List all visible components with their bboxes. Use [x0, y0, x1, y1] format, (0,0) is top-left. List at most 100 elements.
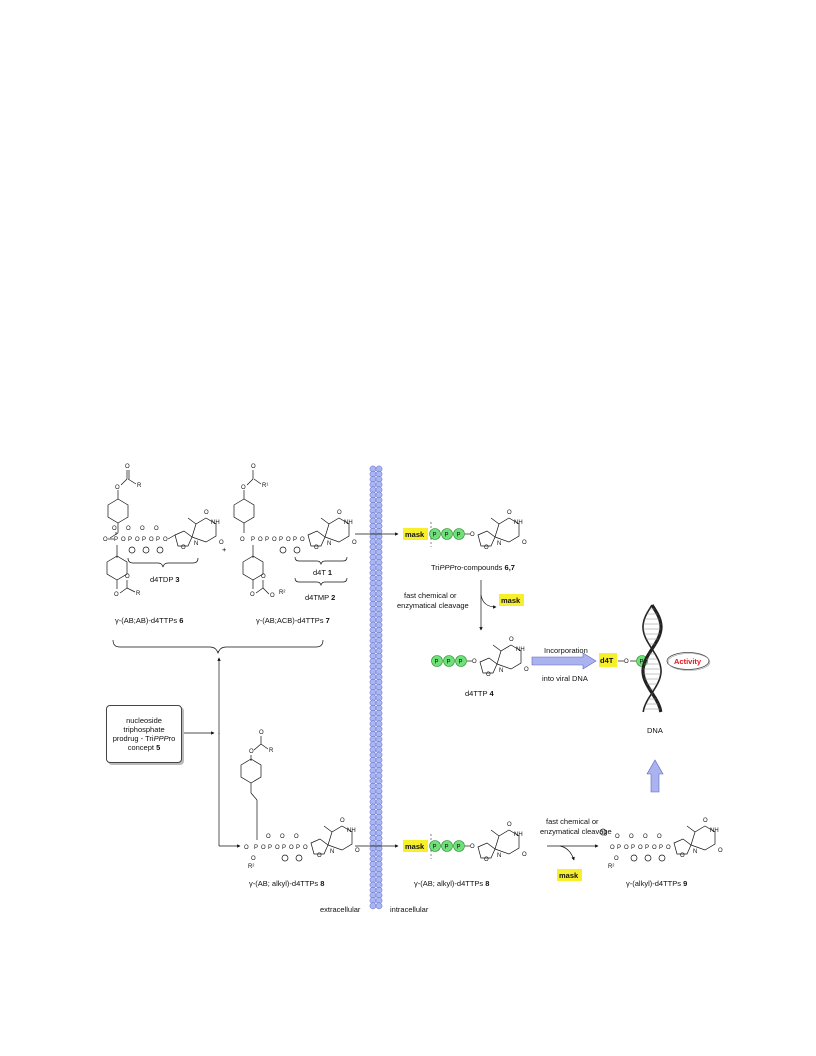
- arrow-mask-release-top: [480, 594, 497, 609]
- svg-text:P: P: [447, 660, 451, 666]
- svg-text:O: O: [522, 852, 527, 858]
- svg-text:P: P: [279, 537, 283, 543]
- svg-text:O: O: [219, 540, 224, 546]
- svg-text:R¹: R¹: [262, 483, 268, 489]
- arrow-incorporation: [531, 652, 597, 670]
- concept-line2: triphosphate: [123, 725, 165, 734]
- triphosphate-prodrug-bottom: mask P P P O O N NH O O: [403, 822, 527, 863]
- structure-ab-ab: O O R O P O O P O O P O O P O O O O: [103, 464, 224, 598]
- svg-text:O: O: [251, 856, 256, 862]
- svg-text:O: O: [114, 592, 119, 598]
- svg-text:NH: NH: [710, 828, 719, 834]
- svg-text:P: P: [114, 537, 118, 543]
- svg-text:O: O: [121, 537, 126, 543]
- svg-text:NH: NH: [211, 520, 220, 526]
- svg-text:O: O: [657, 834, 662, 840]
- d4ttp-structure: P P P O O N NH O O: [431, 637, 529, 678]
- triphosphate-prodrug-top: mask P P P O O N NH O O: [403, 510, 527, 551]
- svg-text:R: R: [136, 591, 141, 597]
- svg-text:NH: NH: [516, 647, 525, 653]
- svg-text:O: O: [125, 574, 130, 580]
- svg-text:O: O: [507, 510, 512, 516]
- cleavage-bottom-line2: enzymatical cleavage: [540, 827, 612, 836]
- svg-text:O: O: [629, 834, 634, 840]
- phosphate-circle: [441, 840, 453, 852]
- structure-ab-acb: O O R¹ O P O P O P O P O O O O R² O N NH…: [233, 464, 357, 599]
- svg-text:P: P: [251, 537, 255, 543]
- label-ab-alkyl-right: γ-(AB; alkyl)-d4TTPs 8: [414, 879, 489, 888]
- svg-text:P: P: [631, 845, 635, 851]
- svg-text:d4T: d4T: [600, 656, 614, 665]
- svg-text:P: P: [435, 660, 439, 666]
- svg-text:O: O: [614, 856, 619, 862]
- cleavage-top-line1: fast chemical or: [404, 591, 457, 600]
- activity-badge: [666, 652, 710, 670]
- svg-text:NH: NH: [514, 832, 523, 838]
- svg-text:O: O: [112, 526, 117, 532]
- svg-text:P: P: [433, 845, 437, 851]
- svg-text:NH: NH: [344, 520, 353, 526]
- svg-text:O: O: [125, 464, 130, 470]
- concept-box: nucleoside triphosphate prodrug - TriPPP…: [106, 705, 182, 763]
- svg-text:O: O: [249, 749, 254, 755]
- svg-text:O: O: [261, 845, 266, 851]
- sugar-ring: [174, 530, 193, 547]
- mask-tag: [403, 840, 428, 852]
- concept-line3: prodrug - TriPPPro: [112, 734, 176, 743]
- svg-text:O: O: [280, 834, 285, 840]
- svg-text:O: O: [680, 853, 685, 859]
- label-d4tmp: d4TMP 2: [305, 593, 335, 602]
- svg-text:O: O: [126, 526, 131, 532]
- svg-text:O: O: [486, 672, 491, 678]
- svg-text:O: O: [250, 592, 255, 598]
- svg-text:R²: R²: [279, 590, 285, 596]
- svg-text:O: O: [300, 537, 305, 543]
- svg-text:O: O: [135, 537, 140, 543]
- svg-text:O: O: [251, 464, 256, 470]
- svg-text:R: R: [137, 483, 142, 489]
- brace-d4tmp: [294, 577, 348, 587]
- arrow-mask-release-bottom: [559, 845, 575, 861]
- label-tripppro: TriPPPro-compounds 6,7: [431, 563, 515, 572]
- svg-text:O: O: [507, 822, 512, 828]
- svg-text:O: O: [259, 730, 264, 736]
- svg-text:O: O: [638, 845, 643, 851]
- svg-text:O: O: [643, 834, 648, 840]
- label-d4t: d4T 1: [313, 568, 332, 577]
- plus-sign: +: [222, 545, 227, 554]
- svg-text:O: O: [244, 845, 249, 851]
- svg-text:O: O: [258, 537, 263, 543]
- dna-strand: [641, 604, 663, 713]
- svg-text:N: N: [330, 849, 334, 855]
- svg-text:mask: mask: [405, 842, 425, 851]
- svg-text:O: O: [204, 510, 209, 516]
- svg-text:P: P: [457, 533, 461, 539]
- membrane-bead: [375, 902, 383, 910]
- benzene-ring: [242, 555, 264, 581]
- phosphate-circle: [429, 528, 441, 540]
- sugar-ring: [673, 838, 692, 855]
- incorporation-line2: into viral DNA: [542, 674, 588, 683]
- svg-text:O: O: [140, 526, 145, 532]
- svg-text:N: N: [693, 849, 697, 855]
- label-alkyl: γ-(alkyl)-d4TTPs 9: [626, 879, 687, 888]
- label-ab-alkyl-left: γ-(AB; alkyl)-d4TTPs 8: [249, 879, 324, 888]
- mask-released-top: [499, 594, 524, 606]
- svg-text:O: O: [115, 485, 120, 491]
- cleavage-bottom-line1: fast chemical or: [546, 817, 599, 826]
- svg-text:P: P: [445, 533, 449, 539]
- svg-text:R: R: [269, 748, 274, 754]
- label-dna: DNA: [647, 726, 663, 735]
- cell-membrane: [369, 465, 383, 910]
- sugar-ring: [477, 530, 496, 547]
- label-d4ttp: d4TTP 4: [465, 689, 494, 698]
- svg-text:N: N: [497, 853, 501, 859]
- svg-text:O: O: [509, 637, 514, 643]
- svg-text:N: N: [499, 668, 503, 674]
- svg-text:O: O: [340, 818, 345, 824]
- svg-text:N: N: [194, 541, 198, 547]
- brace-combined: [112, 639, 324, 655]
- svg-text:R²: R²: [608, 864, 614, 870]
- svg-text:O: O: [286, 537, 291, 543]
